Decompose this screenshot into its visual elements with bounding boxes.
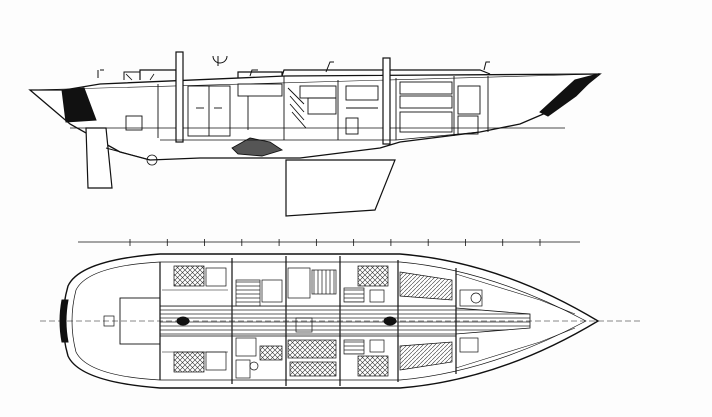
plan-view xyxy=(40,253,640,389)
bow-painted xyxy=(539,73,600,117)
main-mast xyxy=(382,57,391,145)
keel xyxy=(285,159,396,217)
scale-bar xyxy=(78,239,580,246)
profile-view xyxy=(28,51,602,217)
rudder xyxy=(85,127,113,189)
sheer-line xyxy=(29,73,601,91)
cabin-sole xyxy=(159,305,457,337)
transom-black xyxy=(59,299,69,343)
steering-wheel xyxy=(125,73,155,81)
mizzen-step xyxy=(176,316,190,326)
propeller xyxy=(146,154,158,166)
head-fixture xyxy=(470,292,482,304)
main-step xyxy=(383,316,397,326)
mizzen-mast xyxy=(175,51,184,143)
forepeak-sole xyxy=(455,307,531,335)
hull-profile xyxy=(28,73,602,161)
profile-interior xyxy=(125,76,489,157)
galley-stove xyxy=(259,345,283,361)
